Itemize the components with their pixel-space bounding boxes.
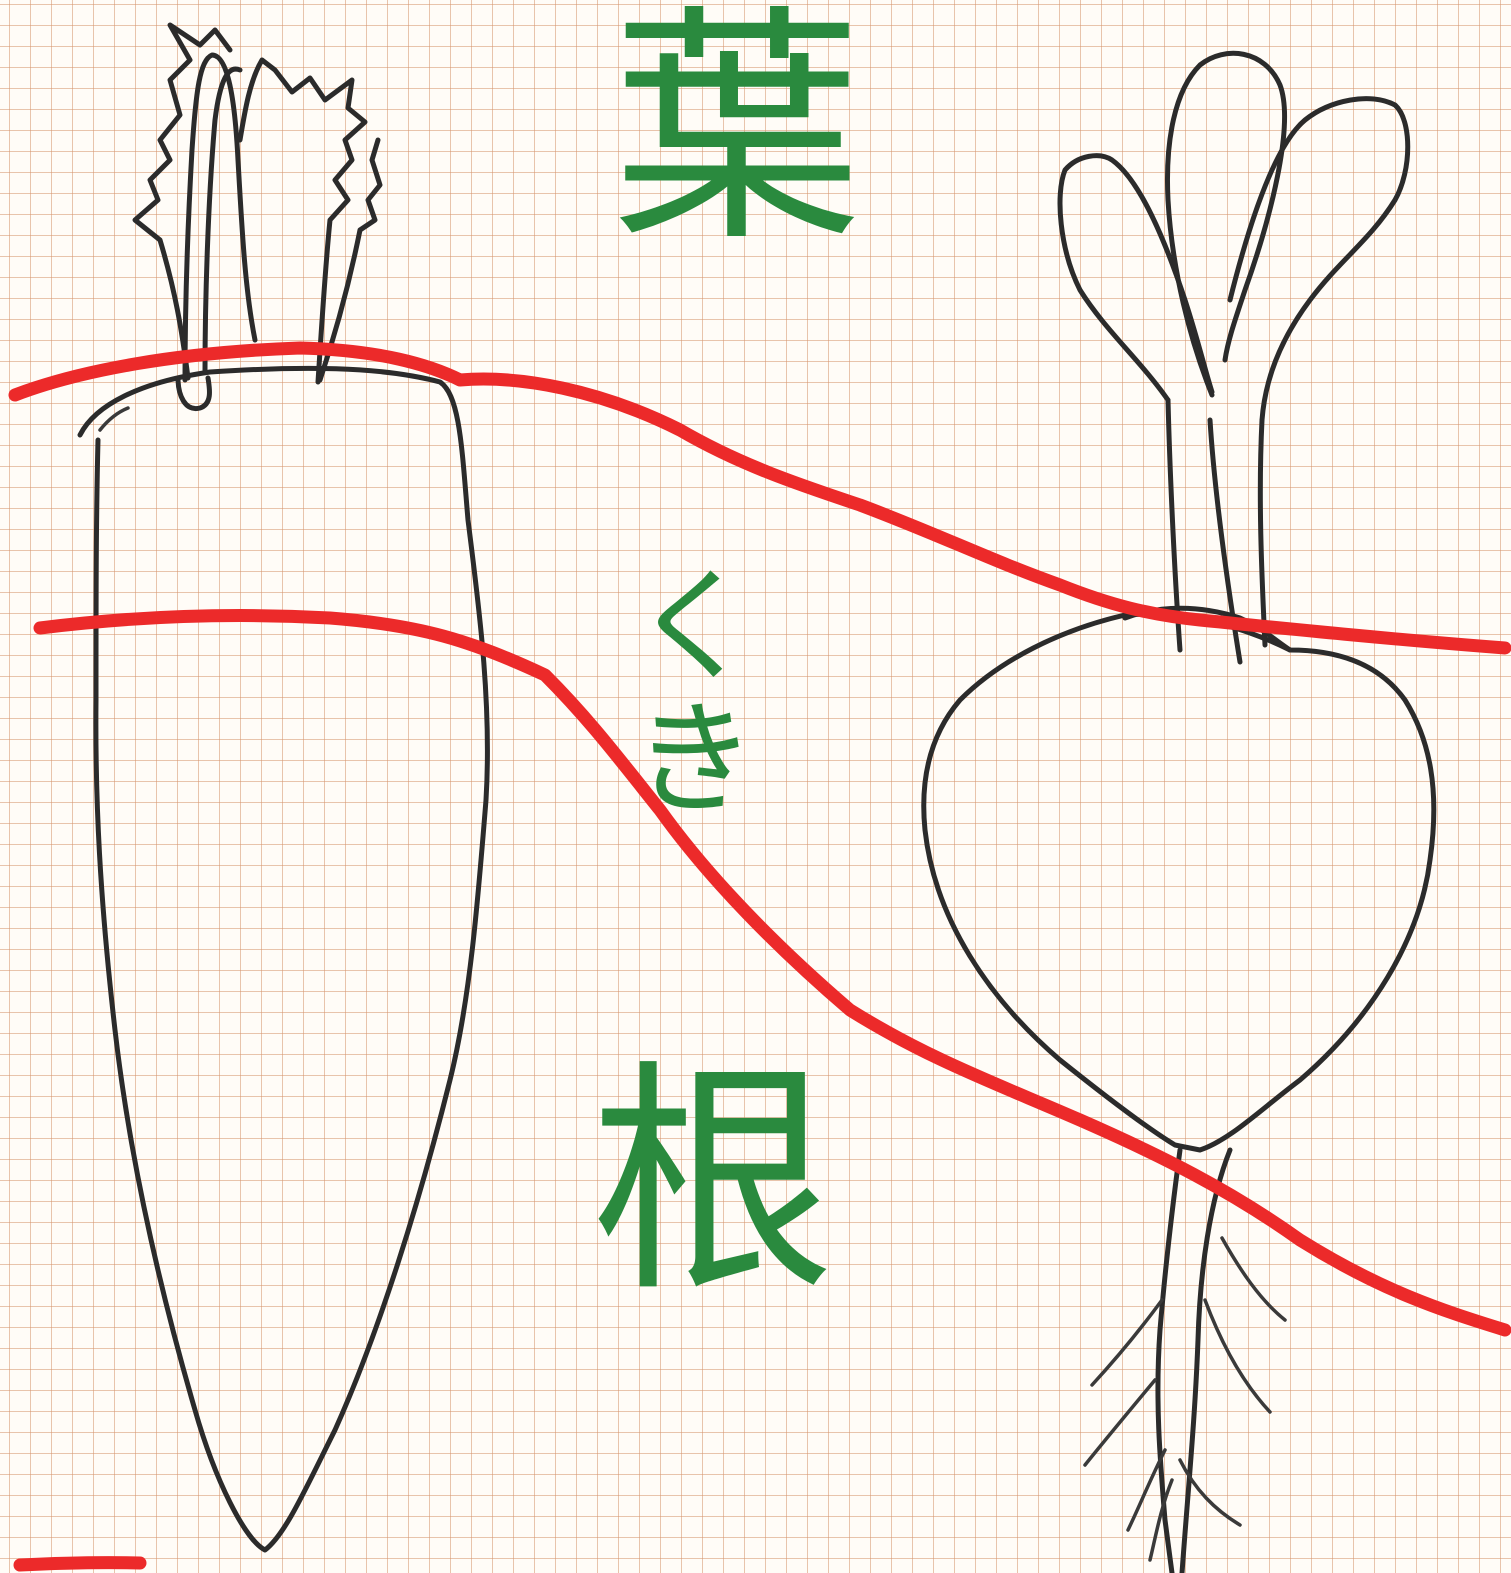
turnip-rootlet-6 — [1178, 1458, 1242, 1527]
daikon-body — [77, 365, 490, 1553]
turnip — [921, 50, 1437, 1573]
turnip-leaf-center — [1165, 50, 1288, 398]
boundary-line-bottom — [13, 1556, 147, 1572]
daikon-inner-edge — [98, 406, 130, 432]
daikon-leaf-inner — [202, 66, 243, 375]
turnip-rootlet-1 — [1090, 1298, 1164, 1387]
turnip-stem-2 — [1207, 417, 1243, 665]
turnip-taproot — [1155, 1147, 1183, 1573]
daikon-leaf-base — [175, 375, 213, 412]
turnip-rootlet-5 — [1126, 1448, 1167, 1532]
daikon-leaf-center — [182, 52, 258, 383]
daikon-leaf-left — [132, 22, 233, 381]
turnip-rootlet-2 — [1083, 1378, 1157, 1467]
boundary-line-leaf-stem — [8, 341, 1511, 655]
turnip-bulb — [921, 611, 1437, 1153]
label-stem: くき — [610, 560, 755, 826]
daikon-radish — [77, 22, 490, 1553]
turnip-leaf-left — [1057, 153, 1215, 403]
turnip-rootlet-7 — [1148, 1478, 1174, 1562]
label-leaf: 葉 — [612, 0, 862, 275]
turnip-rootlet-4 — [1203, 1298, 1272, 1414]
turnip-leaf-right — [1227, 96, 1411, 423]
label-root: 根 — [590, 1040, 835, 1325]
turnip-stem-3 — [1257, 417, 1268, 648]
turnip-rootlet-3 — [1220, 1236, 1287, 1322]
turnip-taproot-right — [1179, 1147, 1233, 1573]
daikon-leaf-right — [237, 57, 368, 385]
boundary-line-stem-root — [33, 609, 1511, 1337]
